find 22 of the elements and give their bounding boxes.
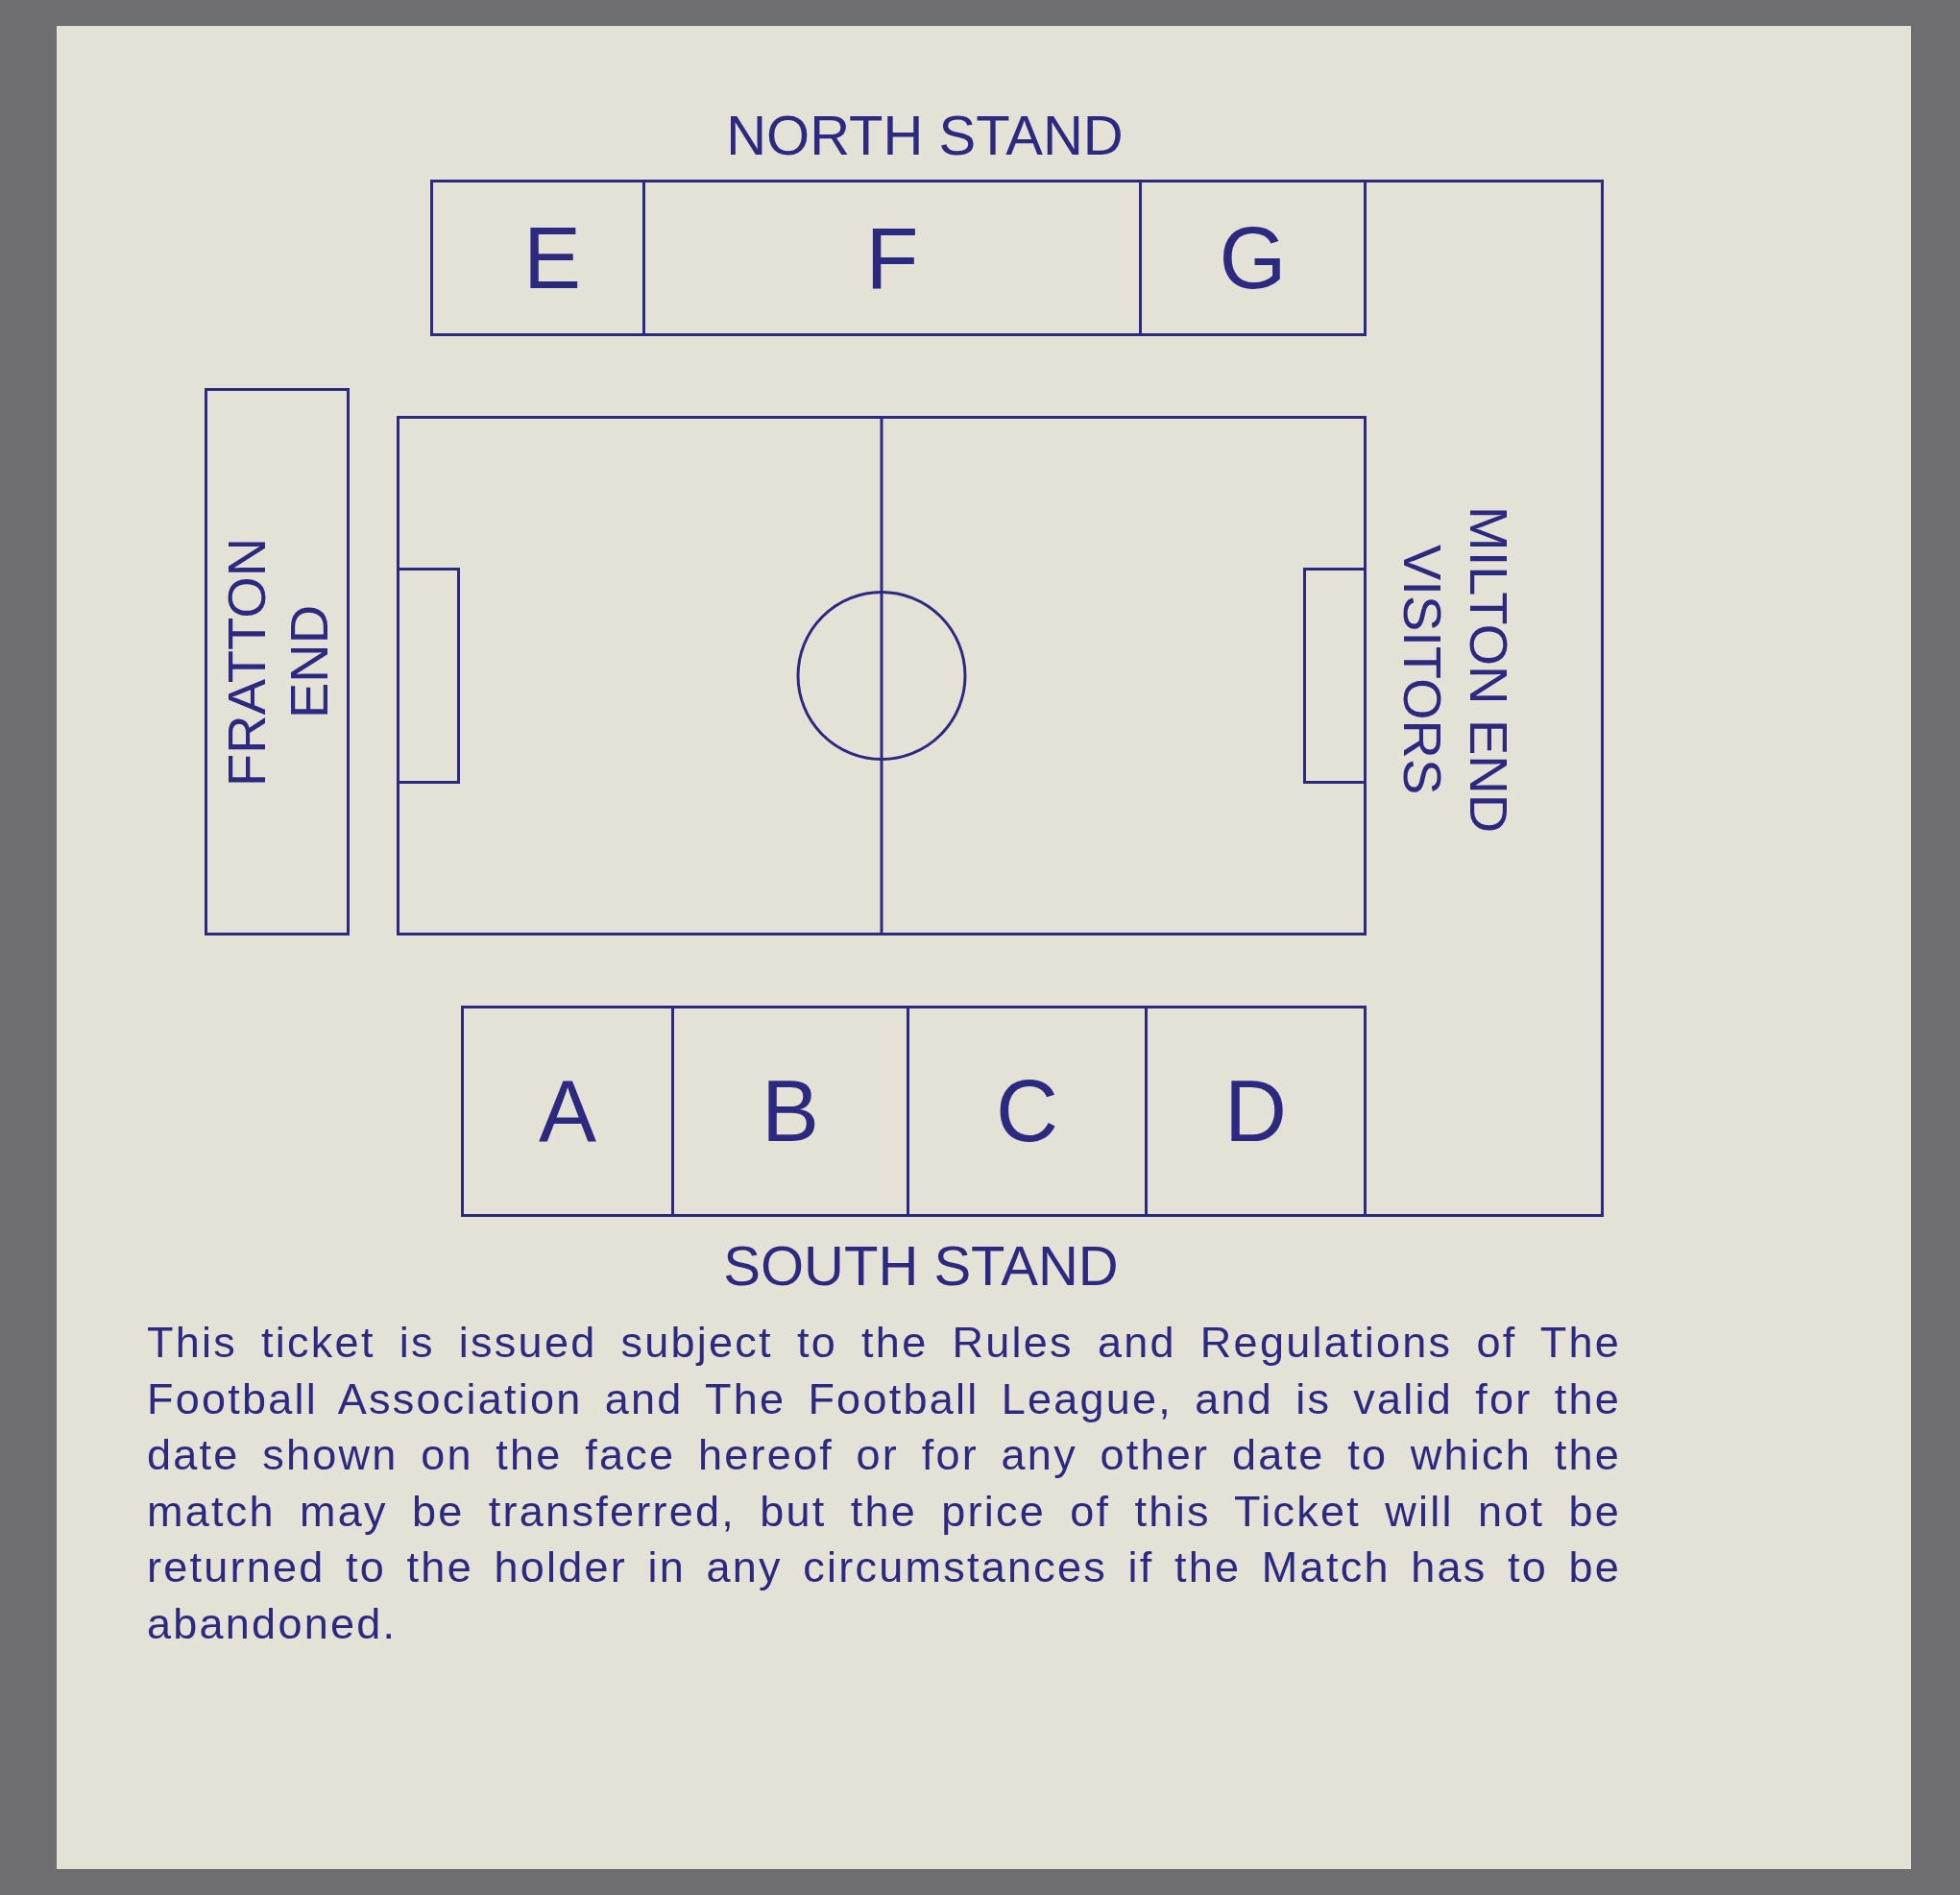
stand-section [205,388,350,935]
stand-section [1139,180,1367,336]
stand-section [461,1006,674,1217]
section-letter: G [1219,214,1287,302]
section-letter: C [996,1068,1058,1154]
stand-section [1145,1006,1367,1217]
terms-paragraph: This ticket is issued subject to the Rules and Regulations of The Football Association and The Football League, and is valid for the date shown on the face hereof or for any other date to which the match may be transferred, but the price of this Ticket will not be returned to the holder in any circumstances if the Match has to be abandoned. [147,1317,1621,1650]
stand-name: MILTON END [1457,505,1520,834]
stand-name: FRATTON END [214,536,340,789]
section-letter: D [1224,1068,1287,1154]
stand-name: VISITORS [1391,544,1454,795]
section-letter: E [523,214,581,302]
stand-section [642,180,1142,336]
stand-section [671,1006,909,1217]
stand-heading: SOUTH STAND [723,1238,1119,1294]
stand-section [1364,180,1604,1217]
section-letter: F [865,214,919,302]
stand-section [907,1006,1148,1217]
stand-heading: NORTH STAND [726,108,1124,163]
section-letter: A [539,1068,596,1154]
stand-section [430,180,645,336]
section-letter: B [762,1068,819,1154]
